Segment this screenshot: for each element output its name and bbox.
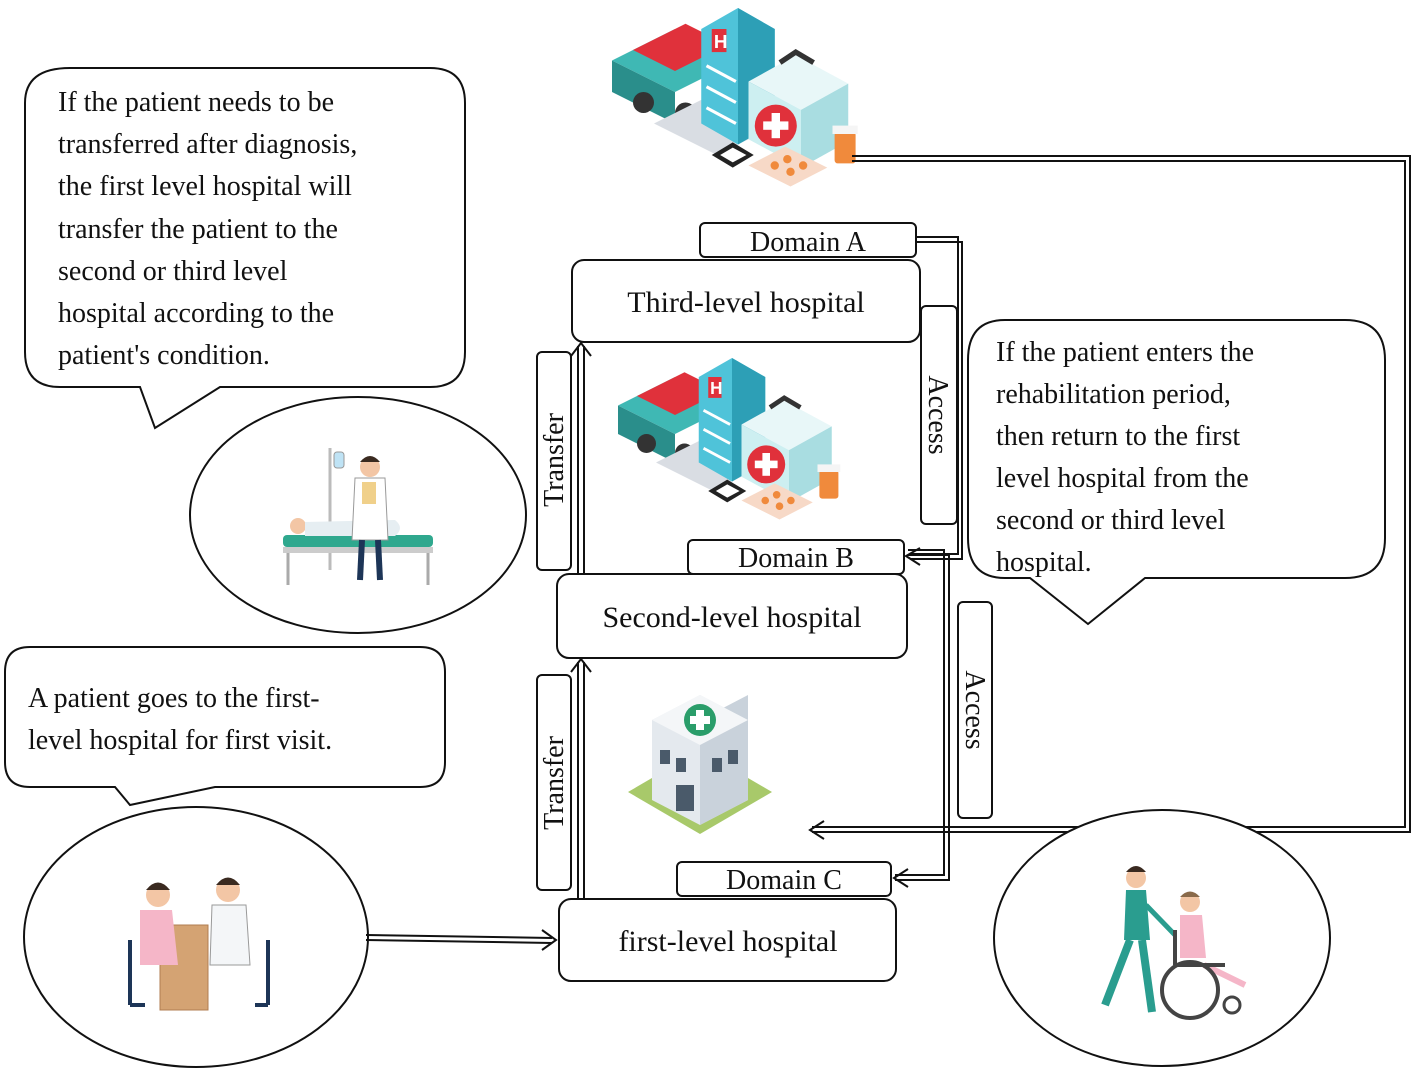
callout-right-line: If the patient enters the <box>996 337 1254 368</box>
callout-top-left-line: transfer the patient to the <box>58 214 338 245</box>
access-upper-label: Access <box>922 375 953 454</box>
doctor-bedside-icon <box>189 396 527 634</box>
domain-b-label: Domain B <box>738 543 854 574</box>
transfer-arrow-upper <box>570 341 592 574</box>
domain-c-label: Domain C <box>726 865 842 896</box>
third-level-hospital-label: Third-level hospital <box>627 286 864 319</box>
callout-right-text: If the patient enters the rehabilitation… <box>996 337 1261 578</box>
hospital-cluster-top-icon <box>612 8 858 186</box>
first-visit-arrow <box>365 929 558 951</box>
callout-top-left-line: transferred after diagnosis, <box>58 129 357 160</box>
transfer-upper-box <box>536 351 572 571</box>
callout-right-line: then return to the first <box>996 421 1240 452</box>
hospital-cluster-middle-icon <box>618 358 840 520</box>
access-arrow-b-to-c <box>892 549 950 888</box>
callout-top-left-text: If the patient needs to be transferred a… <box>58 87 364 371</box>
callout-top-left: If the patient needs to be transferred a… <box>24 67 466 430</box>
callout-top-left-line: patient's condition. <box>58 340 270 371</box>
callout-right: If the patient enters the rehabilitation… <box>967 319 1386 626</box>
transfer-arrow-lower <box>570 657 592 899</box>
transfer-lower-label: Transfer <box>539 735 570 830</box>
callout-bottom-left-line: A patient goes to the first- <box>28 683 320 714</box>
callout-bottom-left: A patient goes to the first- level hospi… <box>4 646 446 807</box>
domain-c-box <box>676 861 892 897</box>
callout-right-line: level hospital from the <box>996 463 1249 494</box>
callout-right-line: second or third level <box>996 505 1226 536</box>
domain-a-label: Domain A <box>750 227 867 258</box>
doctor-consultation-icon <box>23 806 369 1068</box>
access-lower-box <box>957 601 993 819</box>
callout-right-line: rehabilitation period, <box>996 379 1231 410</box>
clinic-building-icon <box>628 695 772 834</box>
callout-bottom-left-line: level hospital for first visit. <box>28 725 332 756</box>
first-level-hospital-box <box>558 898 897 982</box>
first-level-hospital-label: first-level hospital <box>618 925 837 958</box>
callout-top-left-line: second or third level <box>58 256 288 287</box>
callout-top-left-line: hospital according to the <box>58 298 334 329</box>
access-lower-label: Access <box>959 670 990 749</box>
transfer-lower-box <box>536 674 572 891</box>
callout-top-left-line: the first level hospital will <box>58 171 352 202</box>
second-level-hospital-box <box>556 573 908 659</box>
domain-a-box <box>699 222 917 258</box>
callout-bottom-left-text: A patient goes to the first- level hospi… <box>28 683 332 756</box>
second-level-hospital-label: Second-level hospital <box>602 601 861 634</box>
third-level-hospital-box <box>571 259 921 343</box>
callout-top-left-line: If the patient needs to be <box>58 87 334 118</box>
callout-right-line: hospital. <box>996 547 1092 578</box>
wheelchair-nurse-icon <box>993 809 1331 1067</box>
transfer-upper-label: Transfer <box>539 412 570 507</box>
